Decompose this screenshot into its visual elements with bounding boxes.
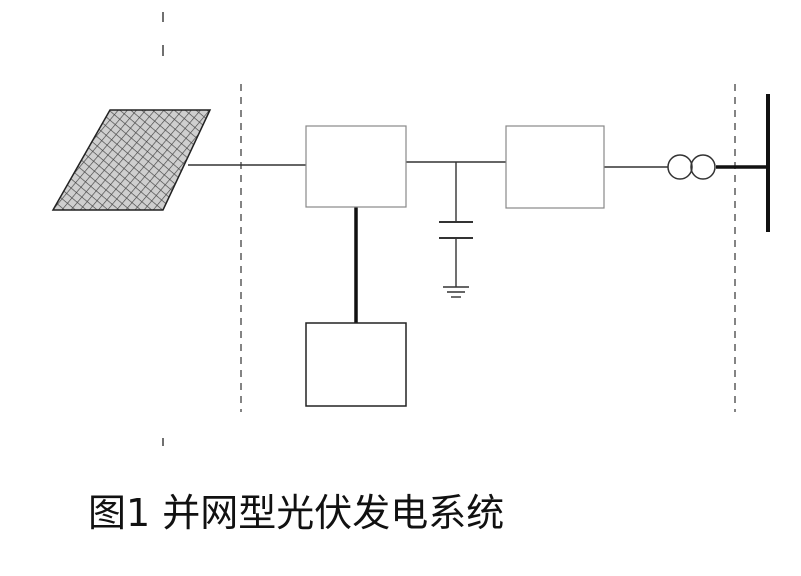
storage-box [305,322,407,407]
transformer-icon [667,154,716,180]
figure-caption: 图1 并网型光伏发电系统 [88,491,505,535]
filter-box [505,125,605,209]
capacitor-ground-symbol [439,162,473,298]
solar-panel-icon [51,109,212,211]
inverter-box [305,125,407,208]
